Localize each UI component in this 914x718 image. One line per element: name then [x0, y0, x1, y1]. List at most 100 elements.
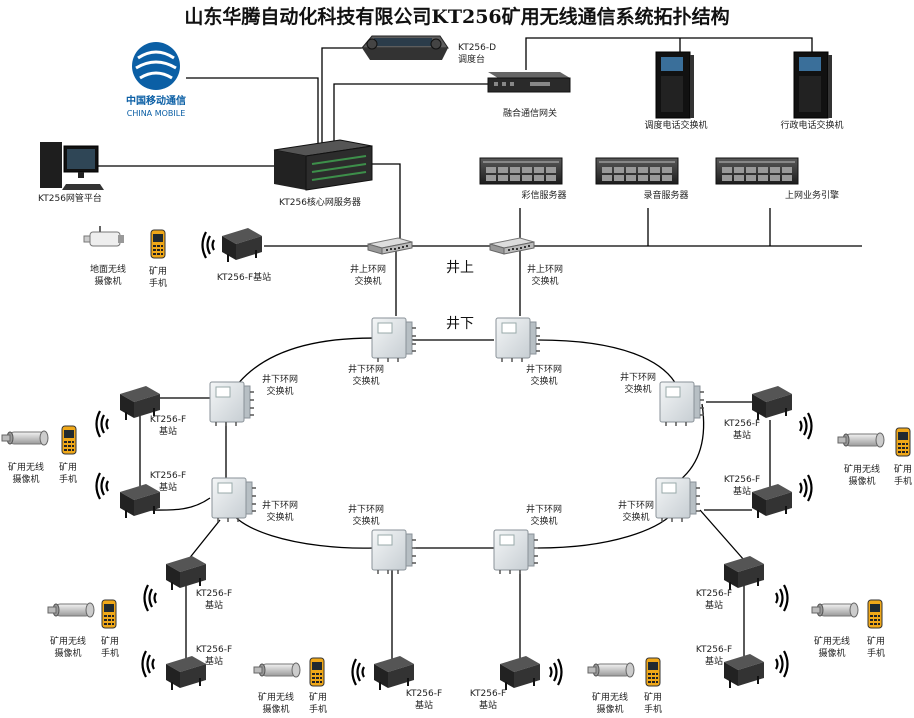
phone-bottom-left-label-2: 手机 [309, 703, 327, 715]
camera-bottom-left-icon [253, 662, 301, 678]
surface-phone-label-2: 手机 [149, 277, 167, 289]
dispatch-switch-cabinet-icon [655, 51, 695, 119]
ring-switch-lu-label-2: 交换机 [266, 385, 293, 397]
zone-underground: 井下 [446, 316, 474, 332]
ring-switch-ll-label-1: 井下环网 [262, 499, 298, 511]
bs-left-1-label-1: KT256-F [150, 415, 186, 425]
phone-bottom-right-label-2: 手机 [644, 703, 662, 715]
camera-right-lower-label-1: 矿用无线 [814, 635, 850, 647]
phone-left-lower-icon [101, 599, 117, 629]
bs-left-2-label-1: KT256-F [150, 471, 186, 481]
ring-switch-tl-label-1: 井下环网 [348, 363, 384, 375]
ring-switch-top-right-icon [495, 317, 541, 363]
phone-left-lower-label-2: 手机 [101, 647, 119, 659]
phone-left-lower-label-1: 矿用 [101, 635, 119, 647]
wave-bottom-left-icon [351, 657, 366, 687]
bs-left-1-label-2: 基站 [159, 425, 177, 437]
recording-server-icon [595, 157, 679, 185]
base-station-bottom-left-icon [373, 655, 415, 691]
dispatcher-label-2: 调度台 [458, 53, 485, 65]
phone-bottom-right-icon [645, 657, 661, 687]
bs-right-1-label-2: 基站 [733, 429, 751, 441]
camera-right-icon [837, 432, 885, 448]
surface-switch-2-label-2: 交换机 [531, 275, 558, 287]
surface-base-station-label: KT256-F基站 [217, 271, 271, 283]
surface-phone-label-1: 矿用 [149, 265, 167, 277]
ring-switch-br-label-1: 井下环网 [526, 503, 562, 515]
nms-computer-icon [40, 142, 104, 190]
bs-right-3-label-1: KT256-F [696, 589, 732, 599]
ring-switch-ru-label-2: 交换机 [624, 383, 651, 395]
china-mobile-logo: 中国移动通信 CHINA MOBILE [126, 42, 186, 118]
bs-right-1-label-1: KT256-F [724, 419, 760, 429]
phone-right-label-1: 矿用 [894, 463, 912, 475]
phone-right-lower-label-2: 手机 [867, 647, 885, 659]
dispatcher-console-icon [360, 35, 449, 60]
china-mobile-en: CHINA MOBILE [127, 109, 186, 118]
ring-switch-bottom-left-icon [371, 529, 417, 575]
bs-left-4-label-2: 基站 [205, 655, 223, 667]
admin-switch-cabinet-icon [793, 51, 833, 119]
china-mobile-cn: 中国移动通信 [126, 94, 186, 107]
phone-bottom-left-label-1: 矿用 [309, 691, 327, 703]
camera-bottom-right-label-1: 矿用无线 [592, 691, 628, 703]
surface-ring-switch-2-icon [489, 237, 535, 255]
camera-right-label-1: 矿用无线 [844, 463, 880, 475]
phone-right-label-2: 手机 [894, 475, 912, 487]
ring-switch-lu-label-1: 井下环网 [262, 373, 298, 385]
ring-switch-left-lower-icon [211, 477, 257, 523]
wave-right-3-icon [774, 583, 789, 613]
bs-right-2-label-2: 基站 [733, 485, 751, 497]
phone-right-icon [895, 427, 911, 457]
wave-left-3-icon [143, 583, 158, 613]
phone-left-label-1: 矿用 [59, 461, 77, 473]
phone-right-lower-icon [867, 599, 883, 629]
gateway-label: 融合通信网关 [503, 107, 557, 119]
ring-switch-rl-label-1: 井下环网 [618, 499, 654, 511]
base-station-right-1-icon [751, 385, 793, 421]
phone-bottom-right-label-1: 矿用 [644, 691, 662, 703]
ring-switch-right-upper-icon [659, 381, 705, 427]
web-engine-server-icon [715, 157, 799, 185]
surface-camera-icon [83, 226, 124, 247]
camera-left-icon [1, 430, 49, 446]
camera-left-lower-label-2: 摄像机 [54, 647, 81, 659]
camera-bottom-right-label-2: 摄像机 [596, 703, 623, 715]
wave-bottom-right-icon [548, 657, 563, 687]
bs-left-2-label-2: 基站 [159, 481, 177, 493]
dispatch-switch-label: 调度电话交换机 [644, 119, 707, 131]
surface-switch-1-label-1: 井上环网 [350, 263, 386, 275]
mms-server-label: 彩信服务器 [521, 189, 566, 201]
camera-left-lower-icon [47, 602, 95, 618]
diagram-title: 山东华腾自动化科技有限公司KT256矿用无线通信系统拓扑结构 [184, 6, 730, 28]
camera-bottom-left-label-2: 摄像机 [262, 703, 289, 715]
bs-bottom-right-label-2: 基站 [479, 699, 497, 711]
wave-right-4-icon [774, 649, 789, 679]
camera-right-lower-label-2: 摄像机 [818, 647, 845, 659]
gateway-icon [487, 72, 571, 93]
phone-bottom-left-icon [309, 657, 325, 687]
base-station-left-4-icon [165, 655, 207, 691]
ring-switch-top-left-icon [371, 317, 417, 363]
ring-switch-rl-label-2: 交换机 [622, 511, 649, 523]
surface-ring-switch-1-icon [367, 237, 413, 255]
base-station-left-2-icon [119, 483, 161, 519]
core-server-label: KT256核心网服务器 [279, 196, 361, 208]
camera-right-label-2: 摄像机 [848, 475, 875, 487]
base-station-right-4-icon [723, 653, 765, 689]
ring-switch-ru-label-1: 井下环网 [620, 371, 656, 383]
bs-bottom-left-label-1: KT256-F [406, 689, 442, 699]
ring-switch-ll-label-2: 交换机 [266, 511, 293, 523]
base-station-right-2-icon [751, 483, 793, 519]
camera-left-label-2: 摄像机 [12, 473, 39, 485]
wave-right-2-icon [798, 473, 813, 503]
bs-right-3-label-2: 基站 [705, 599, 723, 611]
wave-left-4-icon [141, 649, 156, 679]
mms-server-icon [479, 157, 563, 185]
bs-bottom-left-label-2: 基站 [415, 699, 433, 711]
web-engine-label: 上网业务引擎 [785, 189, 839, 201]
ring-switch-right-lower-icon [655, 477, 701, 523]
base-station-right-3-icon [723, 555, 765, 591]
ring-switch-tr-label-2: 交换机 [530, 375, 557, 387]
